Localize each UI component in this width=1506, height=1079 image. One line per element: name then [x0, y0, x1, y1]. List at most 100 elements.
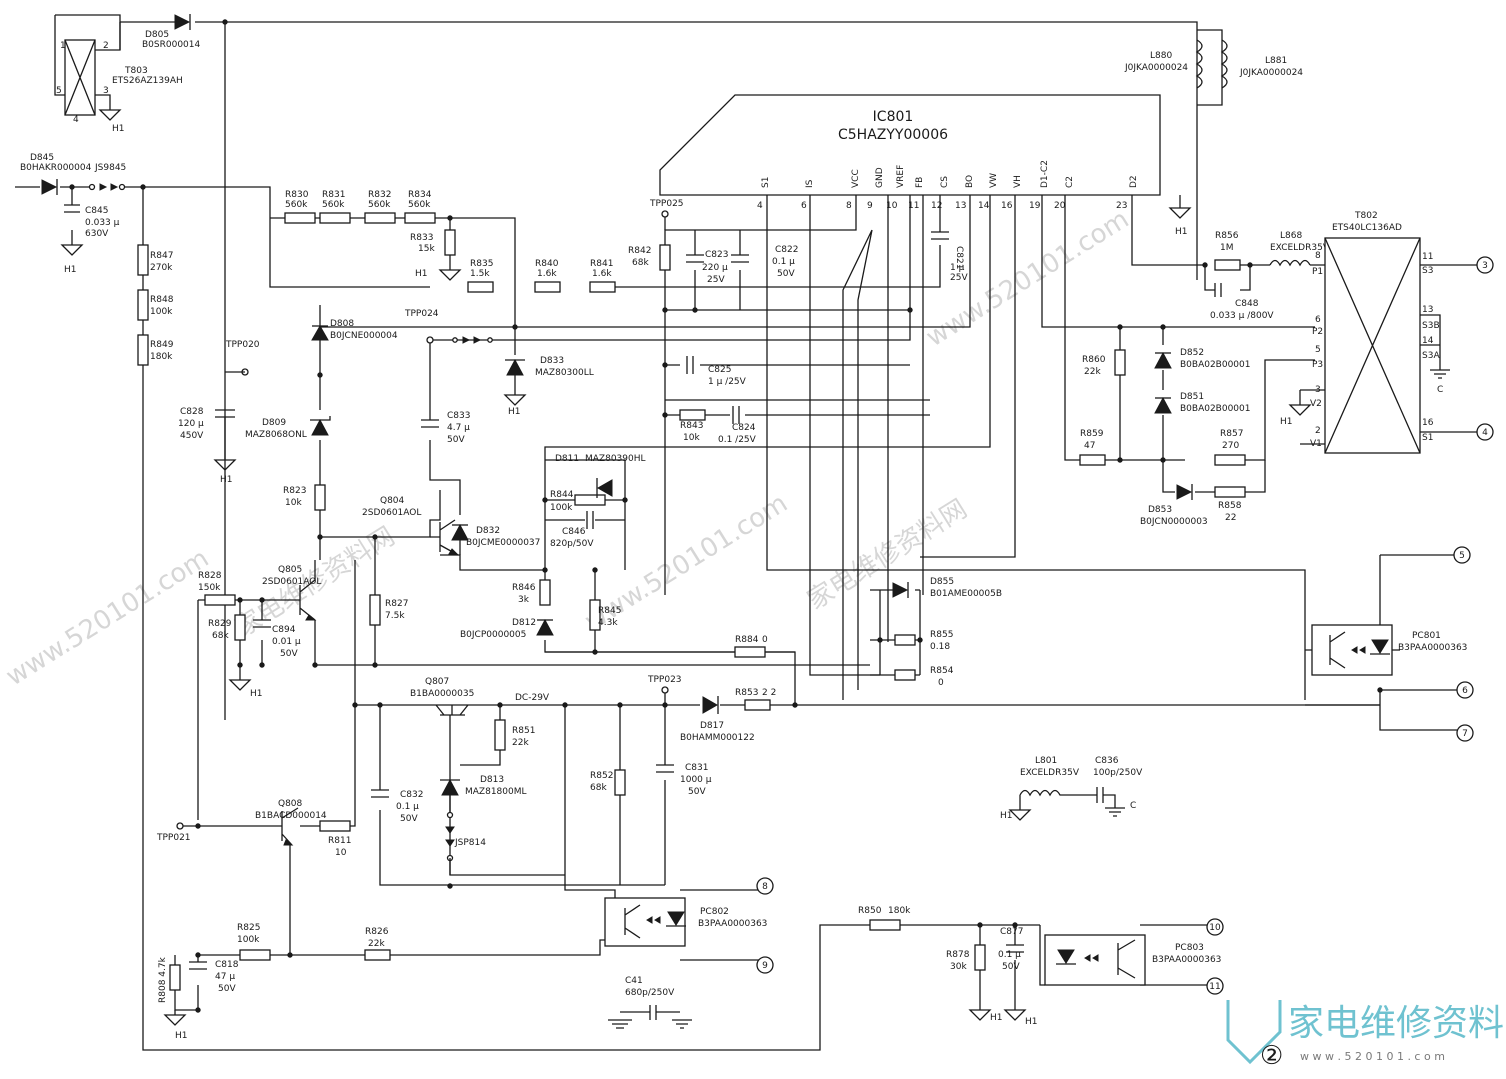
resistor-r860: [1114, 349, 1126, 376]
svg-text:V1: V1: [1310, 439, 1322, 449]
resistor-r856: [1214, 259, 1241, 271]
svg-text:T802: T802: [1354, 211, 1378, 221]
svg-text:0.18: 0.18: [930, 642, 950, 652]
svg-text:B3PAA0000363: B3PAA0000363: [1398, 643, 1467, 653]
svg-text:R846: R846: [512, 583, 536, 593]
svg-text:S3B: S3B: [1422, 321, 1440, 331]
svg-text:BO: BO: [965, 175, 975, 188]
svg-text:5: 5: [1459, 551, 1465, 561]
svg-text:1 μ /25V: 1 μ /25V: [708, 377, 747, 387]
svg-text:D805: D805: [145, 30, 169, 40]
svg-text:D845: D845: [30, 153, 54, 163]
watermark-url: www.520101.com: [1, 543, 214, 692]
jumper-tpp024: [452, 336, 493, 344]
diode-d808: [311, 324, 329, 341]
resistor-r851: [494, 719, 506, 751]
ground-symbol: [608, 1019, 632, 1029]
svg-text:B0BA02B00001: B0BA02B00001: [1180, 404, 1251, 414]
svg-text:R834: R834: [408, 190, 432, 200]
ic-part: C5HAZYY00006: [838, 127, 948, 143]
svg-text:TPP025: TPP025: [649, 199, 684, 209]
svg-text:15k: 15k: [418, 244, 435, 254]
svg-text:EXCELDR35V: EXCELDR35V: [1270, 243, 1330, 253]
svg-text:220 μ: 220 μ: [702, 263, 728, 273]
svg-text:6: 6: [1315, 315, 1321, 325]
svg-text:4: 4: [73, 115, 79, 125]
svg-text:IS: IS: [805, 179, 815, 188]
svg-text:820p/50V: 820p/50V: [550, 539, 594, 549]
svg-text:Q808: Q808: [278, 799, 303, 809]
svg-text:680p/250V: 680p/250V: [625, 988, 675, 998]
connector-8: 8: [756, 877, 774, 895]
resistor-r844: [574, 494, 606, 506]
svg-text:25V: 25V: [950, 273, 968, 283]
svg-text:VH: VH: [1013, 175, 1023, 188]
capacitor-c41: [620, 1005, 680, 1020]
svg-text:R831: R831: [322, 190, 345, 200]
svg-text:R848: R848: [150, 295, 174, 305]
svg-text:R832: R832: [368, 190, 391, 200]
zener-d833: [506, 358, 524, 376]
svg-text:H1: H1: [220, 475, 233, 485]
svg-text:PC802: PC802: [700, 907, 729, 917]
svg-text:R842: R842: [628, 246, 651, 256]
svg-text:8: 8: [762, 882, 768, 892]
svg-text:C: C: [1437, 385, 1443, 395]
svg-text:100p/250V: 100p/250V: [1093, 768, 1143, 778]
svg-text:H1: H1: [1280, 417, 1293, 427]
svg-text:VCC: VCC: [851, 169, 861, 188]
svg-text:11: 11: [1422, 252, 1433, 262]
svg-text:H1: H1: [1025, 1017, 1038, 1027]
svg-text:0.01 μ: 0.01 μ: [272, 637, 301, 647]
svg-text:12: 12: [931, 201, 942, 211]
test-points: TPP025 TPP024 TPP020 TPP023 TPP021: [156, 199, 684, 843]
svg-text:C848: C848: [1235, 299, 1259, 309]
svg-text:4: 4: [1482, 428, 1488, 438]
svg-text:R855: R855: [930, 630, 953, 640]
svg-text:6: 6: [801, 201, 807, 211]
svg-text:D852: D852: [1180, 348, 1204, 358]
resistor-r878: [974, 944, 986, 971]
svg-text:R860: R860: [1082, 355, 1106, 365]
resistor-r855: [894, 634, 916, 646]
svg-text:T803: T803: [124, 66, 148, 76]
svg-text:JS9845: JS9845: [94, 163, 126, 173]
svg-text:R811: R811: [328, 836, 351, 846]
svg-text:L868: L868: [1280, 231, 1302, 241]
svg-text:S1: S1: [761, 177, 771, 188]
svg-text:R849: R849: [150, 340, 174, 350]
resistor-r857: [1214, 454, 1246, 466]
ground-symbol: [503, 375, 527, 406]
svg-text:C824: C824: [732, 423, 756, 433]
capacitor-c848: [1214, 283, 1222, 297]
connector-10: 10: [1206, 918, 1224, 936]
svg-text:J0JKA0000024: J0JKA0000024: [1124, 63, 1188, 73]
svg-text:R878: R878: [946, 950, 970, 960]
svg-text:560k: 560k: [408, 200, 431, 210]
svg-text:R859: R859: [1080, 429, 1104, 439]
svg-text:100k: 100k: [550, 503, 573, 513]
svg-text:GND: GND: [875, 167, 885, 188]
svg-text:R844: R844: [550, 490, 574, 500]
svg-text:R884: R884: [735, 635, 759, 645]
svg-text:R825: R825: [237, 923, 260, 933]
resistor-r826: [364, 949, 391, 961]
capacitor-c836: [1080, 787, 1116, 808]
svg-text:C825: C825: [708, 365, 731, 375]
resistor-r834: [404, 212, 436, 224]
ground-symbol: [1003, 1009, 1027, 1021]
capacitor-c825: [686, 356, 694, 374]
svg-text:2: 2: [103, 41, 109, 51]
svg-text:VW: VW: [989, 173, 999, 188]
svg-text:B01AME00005B: B01AME00005B: [930, 589, 1002, 599]
svg-text:50V: 50V: [777, 269, 795, 279]
svg-text:C821: C821: [954, 246, 964, 269]
svg-text:11: 11: [908, 201, 919, 211]
ic-pin: IS 6: [801, 179, 815, 211]
